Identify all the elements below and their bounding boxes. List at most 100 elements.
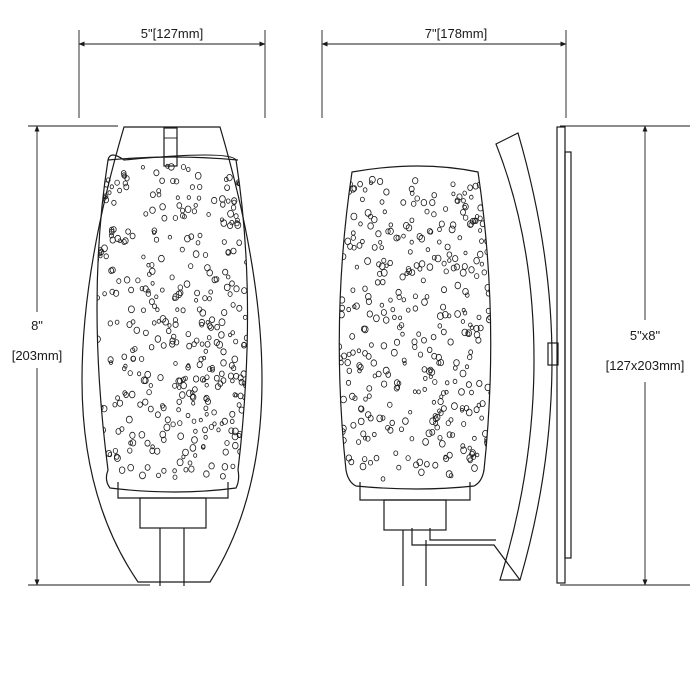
glass-bubble (249, 227, 253, 232)
glass-bubble (172, 215, 178, 221)
glass-bubble (453, 359, 460, 367)
glass-bubble (176, 407, 181, 413)
glass-bubble (466, 454, 474, 462)
glass-bubble (488, 430, 491, 436)
glass-bubble (180, 307, 186, 314)
glass-bubble (402, 360, 407, 366)
glass-bubble (122, 237, 129, 245)
glass-bubble (199, 321, 205, 328)
glass-bubble (448, 225, 456, 234)
glass-bubble (208, 424, 214, 430)
glass-bubble (492, 237, 495, 241)
glass-bubble (126, 321, 133, 329)
glass-bubble (437, 323, 443, 329)
glass-bubble (213, 374, 220, 382)
glass-bubble (204, 411, 209, 417)
glass-bubble (186, 389, 193, 397)
side-curved-arm (495, 132, 553, 581)
glass-bubble (454, 310, 461, 318)
glass-bubble (198, 417, 203, 423)
glass-bubble (90, 176, 95, 182)
glass-bubble (117, 238, 122, 244)
glass-bubble (207, 366, 213, 373)
glass-bubble (149, 267, 156, 275)
glass-bubble (357, 180, 363, 188)
glass-bubble (371, 244, 378, 251)
glass-bubble (176, 458, 184, 467)
glass-bubble (140, 165, 145, 170)
glass-bubble (158, 254, 165, 263)
glass-bubble (365, 292, 372, 301)
glass-bubble (167, 323, 172, 328)
glass-bubble (242, 181, 247, 188)
glass-bubble (395, 235, 401, 241)
glass-bubble (244, 194, 248, 200)
glass-bubble (170, 421, 176, 428)
glass-bubble (457, 235, 463, 241)
glass-bubble (398, 315, 403, 321)
glass-bubble (146, 288, 151, 294)
front-width-label: 5"[127mm] (141, 26, 203, 41)
glass-bubble (248, 276, 251, 280)
glass-bubble (405, 224, 413, 232)
glass-bubble (350, 230, 356, 236)
glass-bubble (464, 292, 470, 298)
glass-bubble (219, 370, 225, 377)
glass-bubble (177, 432, 185, 440)
glass-bubble (124, 175, 130, 182)
glass-bubble (112, 447, 119, 454)
glass-bubble (172, 321, 179, 328)
glass-bubble (453, 263, 460, 271)
glass-bubble (484, 284, 491, 292)
glass-bubble (367, 415, 374, 422)
glass-bubble (339, 343, 343, 351)
glass-bubble (241, 287, 248, 295)
glass-bubble (146, 262, 151, 268)
glass-bubble (432, 461, 439, 469)
glass-bubble (356, 439, 362, 445)
glass-bubble (458, 388, 465, 396)
glass-bubble (380, 415, 386, 421)
glass-bubble (373, 454, 380, 462)
glass-bubble (152, 303, 157, 309)
glass-bubble (349, 392, 356, 400)
glass-bubble (416, 331, 422, 337)
backplate-size-label: 5"x8" (630, 328, 661, 343)
glass-bubble (440, 286, 447, 294)
glass-bubble (464, 364, 470, 370)
glass-bubble (471, 464, 478, 472)
glass-bubble (192, 386, 198, 393)
glass-bubble (371, 431, 377, 438)
glass-bubble (448, 417, 454, 423)
glass-bubble (350, 212, 358, 221)
glass-bubble (237, 374, 244, 382)
glass-bubble (224, 176, 229, 182)
glass-bubble (236, 304, 243, 312)
glass-bubble (185, 364, 191, 371)
glass-bubble (198, 356, 204, 363)
glass-bubble (90, 425, 96, 431)
side-socket (383, 499, 447, 531)
glass-bubble (390, 306, 396, 313)
glass-bubble (406, 268, 413, 275)
glass-bubble (409, 239, 414, 245)
glass-bubble (97, 206, 101, 212)
glass-bubble (476, 314, 482, 321)
glass-bubble (199, 376, 206, 383)
side-mount-knob (547, 342, 559, 366)
glass-bubble (461, 421, 467, 427)
glass-bubble (452, 365, 458, 371)
glass-bubble (436, 312, 444, 320)
glass-bubble (222, 268, 229, 276)
glass-bubble (203, 405, 209, 411)
glass-bubble (379, 199, 385, 205)
glass-bubble (437, 398, 444, 406)
glass-bubble (236, 239, 243, 246)
glass-bubble (223, 283, 231, 292)
glass-bubble (97, 192, 103, 199)
glass-bubble (428, 229, 434, 235)
glass-bubble (416, 389, 421, 395)
glass-bubble (409, 269, 416, 276)
glass-bubble (231, 197, 238, 205)
glass-bubble (387, 227, 394, 235)
